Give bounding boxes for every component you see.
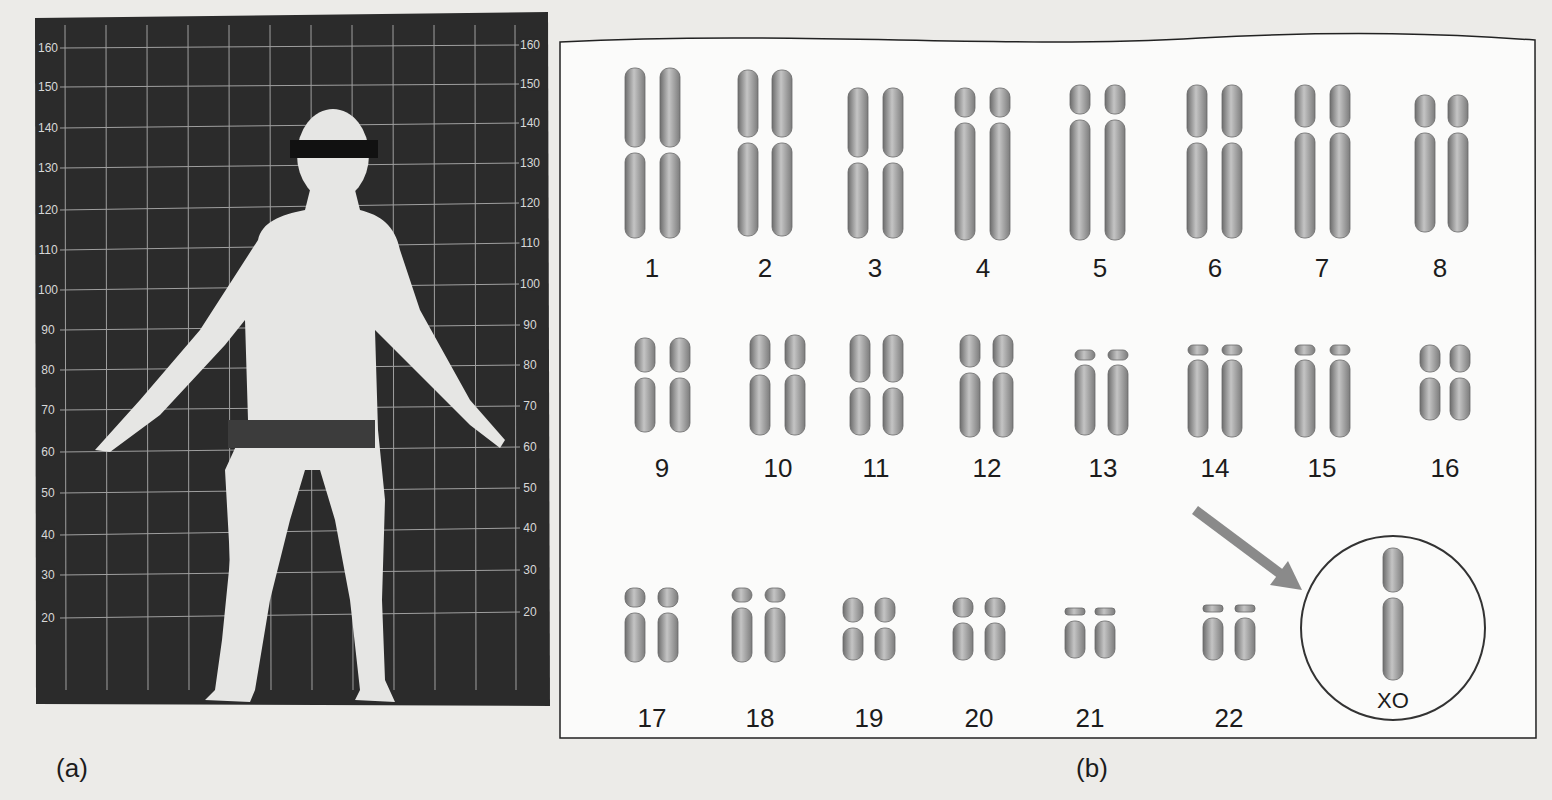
chromosome-pair	[635, 338, 690, 432]
scale-number: 160	[519, 39, 541, 52]
scale-number: 90	[522, 319, 537, 332]
scale-number: 130	[37, 162, 59, 175]
highlight-circle: XO	[1298, 533, 1488, 723]
chromosome-pair	[732, 588, 785, 662]
chromosome-number: 1	[645, 253, 659, 284]
chromosome-number: 18	[746, 703, 775, 734]
chromosome-number: 9	[655, 453, 669, 484]
sex-chromosome-label: XO	[1298, 690, 1488, 712]
chromosome-pair	[1187, 85, 1242, 238]
scale-number: 80	[40, 364, 55, 377]
scale-number: 50	[40, 487, 55, 500]
panel-label: (a)	[56, 753, 88, 784]
chromosome-pair	[848, 88, 903, 238]
chromosome-number: 22	[1215, 703, 1244, 734]
chromosome-pair	[1203, 605, 1255, 660]
scale-number: 110	[37, 244, 58, 257]
scale-number: 130	[519, 157, 541, 170]
scale-number: 90	[40, 324, 55, 337]
scale-number: 70	[522, 400, 537, 413]
chromosome-pair	[1188, 345, 1242, 437]
chromosome-number: 21	[1076, 703, 1105, 734]
panel-label: (b)	[1076, 753, 1108, 784]
chromosome-number: 3	[868, 253, 882, 284]
chromosome-number: 15	[1308, 453, 1337, 484]
pointer-arrow	[1195, 510, 1302, 590]
scale-number: 50	[522, 482, 537, 495]
scale-number: 140	[519, 117, 541, 130]
scale-number: 110	[519, 237, 540, 250]
chromosome-number: 14	[1201, 453, 1230, 484]
chromosome-number: 6	[1208, 253, 1222, 284]
chromosome-number: 20	[965, 703, 994, 734]
chromosome-pair	[625, 68, 680, 238]
scale-number: 120	[519, 197, 541, 210]
chromosome-number: 17	[638, 703, 667, 734]
scale-number: 60	[522, 441, 537, 454]
scale-number: 150	[37, 81, 59, 94]
karyotype-panel	[560, 34, 1536, 738]
scale-number: 30	[522, 564, 537, 577]
scale-number: 100	[37, 284, 59, 297]
chromosome-pair	[1070, 85, 1125, 240]
chromosome-pair	[960, 335, 1013, 437]
chromosome-pair	[953, 598, 1005, 660]
scale-number: 40	[522, 522, 537, 535]
scale-number: 120	[37, 204, 59, 217]
scale-number: 20	[522, 606, 537, 619]
chromosome-pair	[1295, 345, 1350, 437]
chromosome-number: 13	[1089, 453, 1118, 484]
chromosome-pair	[1075, 350, 1128, 435]
chromosome-pair	[625, 588, 678, 662]
scale-number: 140	[37, 122, 59, 135]
chromosome-number: 2	[758, 253, 772, 284]
photo-panel	[35, 12, 550, 706]
chromosome-number: 5	[1093, 253, 1107, 284]
chromosome-pair	[1420, 345, 1470, 420]
scale-number: 60	[40, 446, 55, 459]
chromosome-pair	[738, 70, 792, 236]
chromosome-pair	[1415, 95, 1468, 232]
scale-number: 20	[40, 612, 55, 625]
chromosome-number: 19	[855, 703, 884, 734]
scale-number: 30	[40, 569, 55, 582]
person-figure	[95, 109, 505, 702]
scale-number: 160	[37, 42, 59, 55]
chromosome-pair	[850, 335, 903, 435]
scale-number: 150	[519, 78, 541, 91]
chromosome-number: 11	[863, 453, 890, 484]
scale-number: 100	[519, 278, 541, 291]
chromosome-number: 8	[1433, 253, 1447, 284]
scale-number: 70	[40, 404, 55, 417]
chromosome-pair	[1295, 85, 1350, 238]
chromosome-number: 7	[1315, 253, 1329, 284]
chromosome-pair	[843, 598, 895, 660]
chromosome-pair	[955, 88, 1010, 240]
chromosome-number: 16	[1431, 453, 1460, 484]
chromosome-number: 4	[976, 253, 990, 284]
chromosomes	[625, 68, 1470, 680]
chromosome-pair	[1065, 608, 1115, 658]
chromosome-number: 12	[973, 453, 1002, 484]
scale-number: 40	[40, 529, 55, 542]
chromosome-number: 10	[764, 453, 793, 484]
x-chromosome	[1383, 548, 1403, 680]
scale-number: 80	[522, 359, 537, 372]
chromosome-pair	[750, 335, 805, 435]
